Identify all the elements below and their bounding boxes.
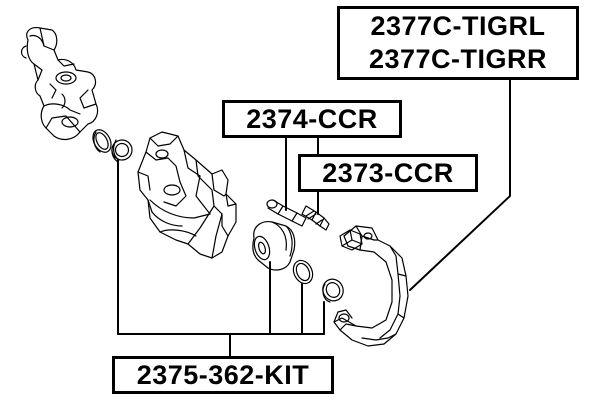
caliper-guide-pin <box>266 199 307 227</box>
label-repair-kit: 2375-362-KIT <box>112 356 334 394</box>
leader-lines <box>117 77 511 363</box>
parking-brake-motor <box>20 27 99 141</box>
piston-seal-large <box>292 259 314 285</box>
caliper-carrier-bracket <box>333 225 409 347</box>
brake-caliper-housing <box>137 131 237 259</box>
guide-pin-boot <box>301 205 330 231</box>
caliper-piston <box>252 221 296 271</box>
label-guide-pin: 2373-CCR <box>298 154 478 192</box>
label-caliper-guide-left: 2377C-TIGRL <box>370 11 546 42</box>
label-guide-bolt-boot: 2374-CCR <box>222 100 402 138</box>
label-caliper-guide: 2377C-TIGRL 2377C-TIGRR <box>337 6 579 80</box>
label-caliper-guide-right: 2377C-TIGRR <box>368 44 548 74</box>
piston-dust-boot <box>111 139 133 163</box>
piston-seal-ring <box>92 129 112 153</box>
piston-boot-ring <box>322 278 344 303</box>
